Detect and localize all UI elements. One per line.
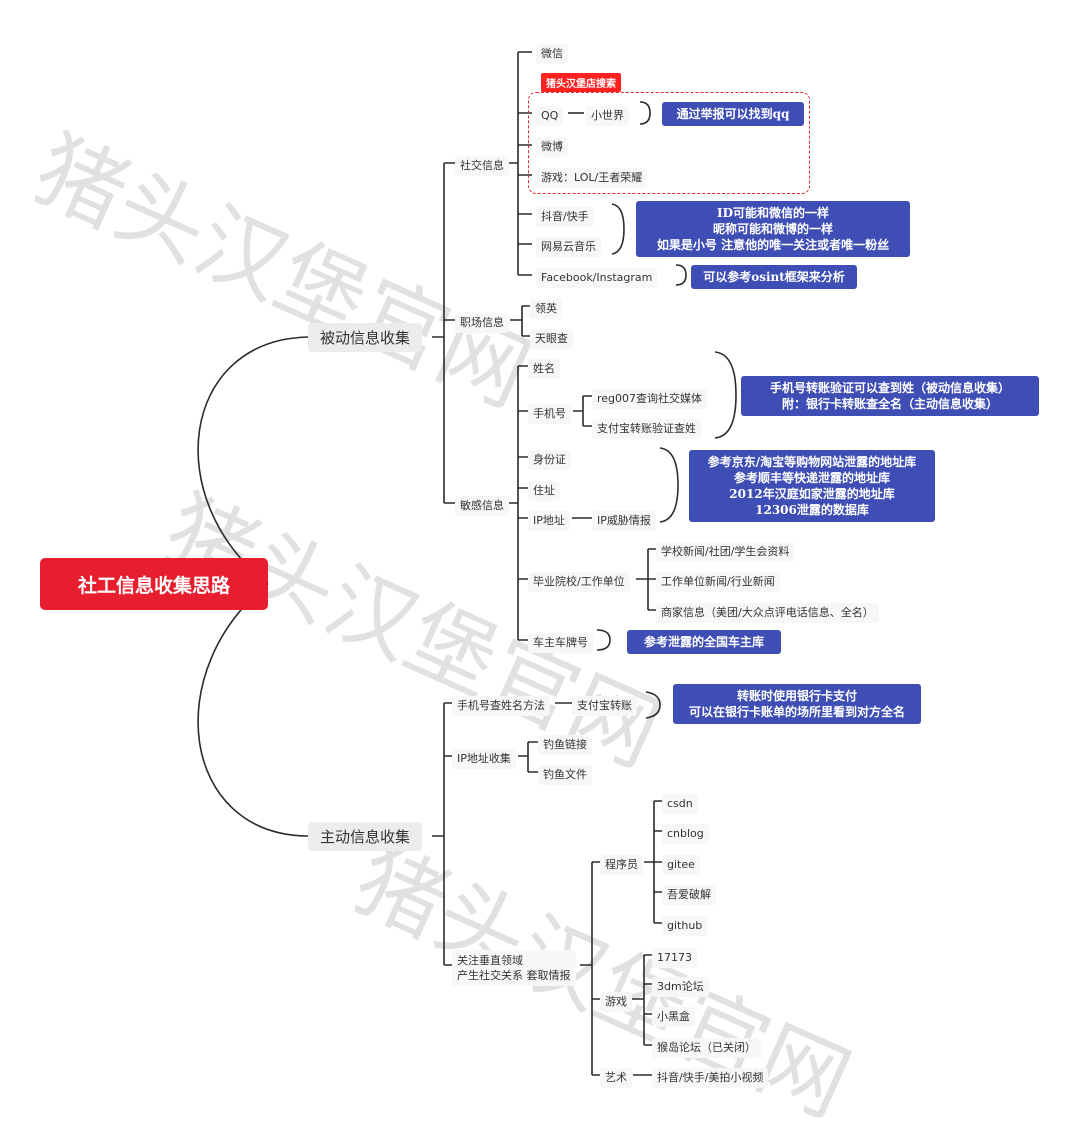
callout-car: 参考泄露的全国车主库 xyxy=(627,630,781,654)
callout-address-line: 参考京东/淘宝等购物网站泄露的地址库 xyxy=(707,455,917,469)
callout-phone-line: 手机号转账验证可以查到姓（被动信息收集） xyxy=(769,381,1010,395)
callout-id-line: 昵称可能和微博的一样 xyxy=(712,222,833,236)
callout-address-line: 12306泄露的数据库 xyxy=(755,503,869,517)
node-phone[interactable]: 手机号 xyxy=(528,404,571,424)
node-vertical-line: 产生社交关系 套取情报 xyxy=(457,969,571,982)
callout-phone-line: 附：银行卡转账查全名（主动信息收集） xyxy=(781,397,998,411)
node-prog-item[interactable]: gitee xyxy=(662,855,700,875)
node-phish-file[interactable]: 钓鱼文件 xyxy=(538,765,592,785)
callout-transfer-line: 可以在银行卡账单的场所里看到对方全名 xyxy=(688,705,905,719)
node-alipay-verify[interactable]: 支付宝转账验证查姓 xyxy=(592,419,701,439)
callout-id-line: 如果是小号 注意他的唯一关注或者唯一粉丝 xyxy=(656,238,890,252)
node-game[interactable]: 游戏 xyxy=(600,992,632,1012)
branch-passive[interactable]: 被动信息收集 xyxy=(308,323,423,352)
tag-label: 猪头汉堡店搜索 xyxy=(541,73,621,92)
node-qq-world[interactable]: 小世界 xyxy=(586,106,629,126)
node-programmer[interactable]: 程序员 xyxy=(600,855,643,875)
node-vertical[interactable]: 关注垂直领域 产生社交关系 套取情报 xyxy=(452,950,576,986)
node-weibo[interactable]: 微博 xyxy=(536,137,568,157)
node-prog-item[interactable]: csdn xyxy=(662,794,698,814)
node-merchant[interactable]: 商家信息（美团/大众点评电话信息、全名） xyxy=(656,603,879,623)
node-prog-item[interactable]: github xyxy=(662,916,708,936)
highlight-dashed-box xyxy=(528,92,810,194)
branch-active[interactable]: 主动信息收集 xyxy=(308,822,423,851)
node-ip[interactable]: IP地址 xyxy=(528,511,570,531)
callout-address-line: 2012年汉庭如家泄露的地址库 xyxy=(729,487,895,501)
node-ip-collect[interactable]: IP地址收集 xyxy=(452,749,516,769)
node-art-item[interactable]: 抖音/快手/美拍小视频 xyxy=(652,1068,769,1088)
node-work[interactable]: 职场信息 xyxy=(455,313,509,333)
node-game-item[interactable]: 小黑盒 xyxy=(652,1007,695,1027)
node-qq[interactable]: QQ xyxy=(536,106,564,126)
callout-qq: 通过举报可以找到qq xyxy=(662,102,804,126)
node-linkedin[interactable]: 领英 xyxy=(530,299,562,319)
node-wechat[interactable]: 微信 xyxy=(536,44,568,64)
node-netease[interactable]: 网易云音乐 xyxy=(536,237,601,257)
node-art[interactable]: 艺术 xyxy=(600,1068,632,1088)
node-douyin[interactable]: 抖音/快手 xyxy=(536,207,594,227)
callout-transfer-line: 转账时使用银行卡支付 xyxy=(736,689,857,703)
node-game-item[interactable]: 17173 xyxy=(652,948,697,968)
node-prog-item[interactable]: 吾爱破解 xyxy=(662,885,716,905)
callout-osint: 可以参考osint框架来分析 xyxy=(691,265,857,289)
node-social[interactable]: 社交信息 xyxy=(455,156,509,176)
node-car[interactable]: 车主车牌号 xyxy=(528,633,593,653)
node-phone-method[interactable]: 手机号查姓名方法 xyxy=(452,696,550,716)
callout-id: ID可能和微信的一样 昵称可能和微博的一样 如果是小号 注意他的唯一关注或者唯一… xyxy=(636,201,910,257)
node-alipay-transfer[interactable]: 支付宝转账 xyxy=(572,696,637,716)
node-game-item[interactable]: 猴岛论坛（已关闭） xyxy=(652,1038,761,1058)
node-games[interactable]: 游戏：LOL/王者荣耀 xyxy=(536,168,648,188)
callout-address: 参考京东/淘宝等购物网站泄露的地址库 参考顺丰等快递泄露的地址库 2012年汉庭… xyxy=(689,450,935,522)
node-vertical-line: 关注垂直领域 xyxy=(457,954,523,967)
node-phish-link[interactable]: 钓鱼链接 xyxy=(538,735,592,755)
node-school[interactable]: 毕业院校/工作单位 xyxy=(528,572,630,592)
node-sensitive[interactable]: 敏感信息 xyxy=(455,496,509,516)
callout-id-line: ID可能和微信的一样 xyxy=(716,206,830,220)
node-reg007[interactable]: reg007查询社交媒体 xyxy=(592,389,708,409)
node-name[interactable]: 姓名 xyxy=(528,359,560,379)
node-tianyancha[interactable]: 天眼查 xyxy=(530,329,573,349)
node-work-news[interactable]: 工作单位新闻/行业新闻 xyxy=(656,572,780,592)
callout-address-line: 参考顺丰等快递泄露的地址库 xyxy=(733,471,890,485)
node-school-news[interactable]: 学校新闻/社团/学生会资料 xyxy=(656,542,795,562)
node-facebook[interactable]: Facebook/Instagram xyxy=(536,268,658,288)
callout-phone: 手机号转账验证可以查到姓（被动信息收集） 附：银行卡转账查全名（主动信息收集） xyxy=(741,376,1039,416)
callout-transfer: 转账时使用银行卡支付 可以在银行卡账单的场所里看到对方全名 xyxy=(673,684,921,724)
node-game-item[interactable]: 3dm论坛 xyxy=(652,977,709,997)
node-ip-intel[interactable]: IP威胁情报 xyxy=(592,511,656,531)
root-topic[interactable]: 社工信息收集思路 xyxy=(40,558,268,610)
node-address[interactable]: 住址 xyxy=(528,481,560,501)
node-idcard[interactable]: 身份证 xyxy=(528,450,571,470)
node-prog-item[interactable]: cnblog xyxy=(662,824,709,844)
